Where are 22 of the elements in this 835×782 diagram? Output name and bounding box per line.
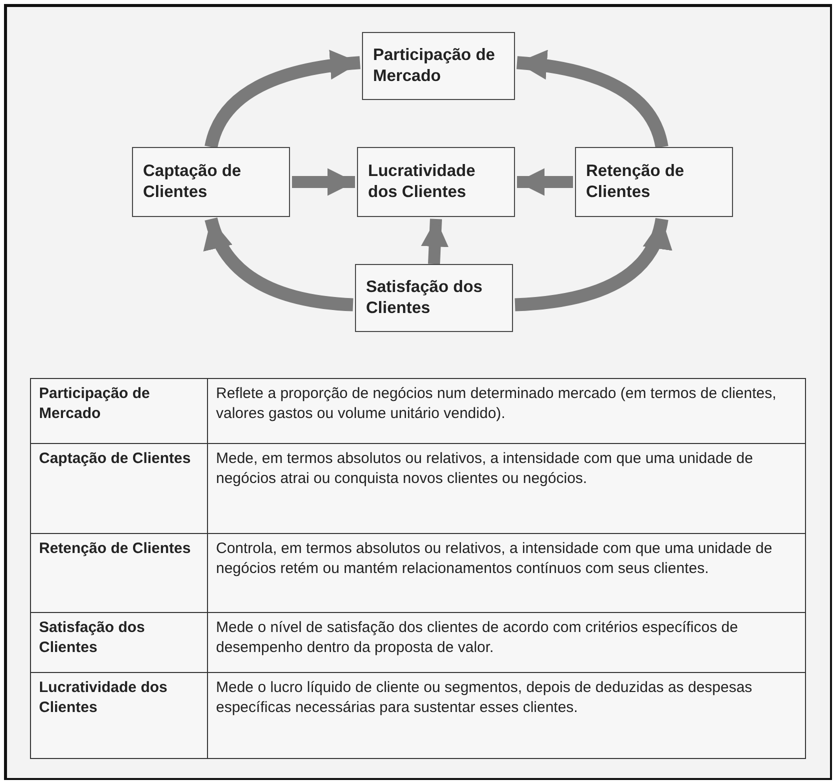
metric-name: Captação de Clientes xyxy=(30,444,208,534)
arrow xyxy=(204,50,361,149)
arrow xyxy=(514,218,670,312)
metric-name: Lucratividade dos Clientes xyxy=(30,672,208,758)
metric-name: Retenção de Clientes xyxy=(30,534,208,612)
arrow xyxy=(292,168,355,196)
arrow xyxy=(204,217,354,312)
concept-box: Participação de Mercado xyxy=(362,32,515,100)
concept-box: Lucratividade dos Clientes xyxy=(357,147,515,217)
metric-definition: Mede o lucro líquido de cliente ou segmentos, depois de deduzidas as despesas específicas necessárias para sustentar esses clientes. xyxy=(208,672,806,758)
concept-box: Captação de Clientes xyxy=(132,147,290,217)
metric-name: Participação de Mercado xyxy=(30,378,208,444)
arrow xyxy=(421,218,449,264)
concept-box: Retenção de Clientes xyxy=(575,147,733,217)
arrow xyxy=(516,50,668,148)
metric-definition: Mede o nível de satisfação dos clientes de acordo com critérios específicos de desempenho dentro da proposta de valor. xyxy=(208,612,806,672)
arrow xyxy=(517,168,573,196)
metric-definition: Controla, em termos absolutos ou relativos, a intensidade com que uma unidade de negócios retém ou mantém relacionamentos contínuos com seus clientes. xyxy=(208,534,806,612)
concept-box: Satisfação dos Clientes xyxy=(355,264,513,332)
metric-definition: Reflete a proporção de negócios num determinado mercado (em termos de clientes, valores gastos ou volume unitário vendido). xyxy=(208,378,806,444)
metric-definition: Mede, em termos absolutos ou relativos, a intensidade com que uma unidade de negócios atrai ou conquista novos clientes ou negócios. xyxy=(208,444,806,534)
metric-name: Satisfação dos Clientes xyxy=(30,612,208,672)
